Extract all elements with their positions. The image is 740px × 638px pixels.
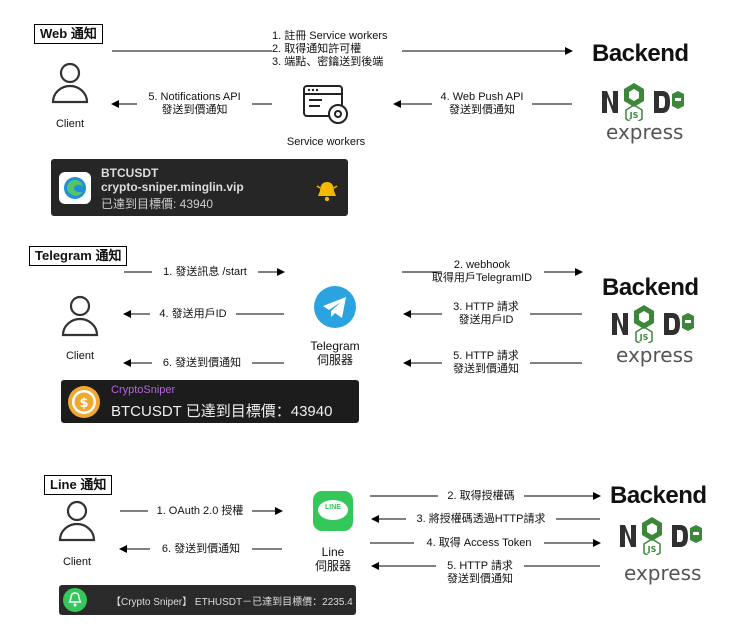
web-step-1-line-2: 2. 取得通知許可權	[272, 43, 362, 55]
web-step-5-text: 5. Notifications API 發送到價通知	[137, 91, 252, 117]
web-section-label: Web 通知	[34, 24, 103, 44]
line-notification: 【Crypto Sniper】 ETHUSDT－已達到目標價：2235.4	[59, 585, 356, 615]
line-step-3-text: 3. 將授權碼透過HTTP請求	[416, 513, 546, 525]
bell-icon	[316, 182, 338, 202]
line-backend-title: Backend	[610, 482, 707, 509]
line-node-logo: JS	[618, 511, 704, 560]
line-step-4-text: 4. 取得 Access Token	[426, 537, 532, 549]
web-backend-title: Backend	[592, 40, 689, 67]
web-step-1-line-1: 1. 註冊 Service workers	[272, 30, 388, 42]
line-notification-message: 【Crypto Sniper】 ETHUSDT－已達到目標價：2235.4	[111, 597, 353, 608]
telegram-node-logo: JS	[610, 299, 696, 348]
web-step-1-line-3: 3. 端點、密鑰送到後端	[272, 56, 384, 68]
web-step-4-line-1: 4. Web Push API	[440, 91, 524, 103]
telegram-step-2-line-2: 取得用戶TelegramID	[431, 272, 533, 284]
line-server-label-line-1: Line	[321, 545, 345, 559]
line-client-user-icon	[58, 500, 96, 542]
web-node-logo: JS	[600, 77, 686, 126]
service-workers-icon	[303, 85, 348, 124]
web-notification-message: 已達到目標價: 43940	[101, 197, 214, 211]
line-step-6-text: 6. 發送到價通知	[161, 543, 241, 555]
telegram-step-6-text: 6. 發送到價通知	[162, 357, 242, 369]
telegram-express-label: express	[616, 343, 694, 367]
svg-text:JS: JS	[639, 333, 649, 342]
telegram-section-label: Telegram 通知	[29, 246, 128, 266]
web-client-user-icon	[51, 62, 89, 104]
telegram-step-3-text: 3. HTTP 請求 發送用戶ID	[442, 301, 530, 327]
telegram-step-2-line-1: 2. webhook	[453, 259, 511, 271]
line-client-label: Client	[62, 556, 92, 568]
telegram-notification: $ CryptoSniper BTCUSDT 已達到目標價：43940	[61, 380, 359, 423]
svg-text:JS: JS	[629, 111, 639, 120]
crypto-sniper-coin-icon: $	[68, 386, 100, 418]
node-js-logo-icon: JS	[602, 83, 684, 125]
service-workers-label: Service workers	[286, 136, 366, 148]
svg-text:JS: JS	[647, 545, 657, 554]
telegram-step-2-text: 2. webhook 取得用戶TelegramID	[420, 259, 544, 285]
telegram-client-label: Client	[65, 350, 95, 362]
web-step-5-line-2: 發送到價通知	[161, 104, 228, 116]
line-section-label: Line 通知	[44, 475, 113, 495]
line-notification-icon	[63, 588, 87, 612]
telegram-notification-app-name: CryptoSniper	[111, 384, 176, 396]
web-step-5-line-1: 5. Notifications API	[148, 91, 241, 103]
telegram-server-label: Telegram 伺服器	[300, 339, 370, 367]
web-client-label: Client	[55, 118, 85, 130]
line-step-5-line-2: 發送到價通知	[447, 573, 513, 585]
telegram-client-user-icon	[61, 295, 99, 337]
telegram-notification-message: BTCUSDT 已達到目標價：43940	[111, 403, 333, 420]
line-speech-bubble	[318, 500, 348, 520]
telegram-logo-icon	[314, 286, 356, 328]
telegram-server-label-line-1: Telegram	[310, 339, 360, 353]
web-notification-title: BTCUSDT	[101, 166, 159, 180]
telegram-backend-title: Backend	[602, 274, 699, 301]
web-notification: BTCUSDT crypto-sniper.minglin.vip 已達到目標價…	[51, 159, 348, 216]
telegram-step-3-line-2: 發送用戶ID	[458, 314, 514, 326]
telegram-step-5-line-2: 發送到價通知	[453, 363, 519, 375]
telegram-step-1-text: 1. 發送訊息 /start	[163, 266, 247, 278]
line-server-label: Line 伺服器	[298, 545, 368, 573]
telegram-step-5-text: 5. HTTP 請求 發送到價通知	[442, 350, 530, 376]
svg-text:$: $	[79, 396, 88, 411]
line-step-2-text: 2. 取得授權碼	[447, 490, 515, 502]
web-step-1-text: 1. 註冊 Service workers 2. 取得通知許可權 3. 端點、密…	[272, 30, 402, 69]
web-step-4-text: 4. Web Push API 發送到價通知	[432, 91, 532, 117]
web-step-4-line-2: 發送到價通知	[449, 104, 515, 116]
telegram-step-4-text: 4. 發送用戶ID	[159, 308, 227, 320]
edge-browser-icon	[59, 172, 91, 204]
telegram-server-label-line-2: 伺服器	[316, 353, 353, 367]
line-server-label-line-2: 伺服器	[314, 559, 351, 573]
line-step-5-text: 5. HTTP 請求 發送到價通知	[436, 560, 524, 586]
line-app-icon: LINE	[313, 491, 353, 531]
web-express-label: express	[606, 120, 684, 144]
telegram-step-5-line-1: 5. HTTP 請求	[453, 350, 519, 362]
web-notification-origin: crypto-sniper.minglin.vip	[101, 180, 244, 194]
node-js-logo-icon: JS	[612, 305, 694, 347]
node-js-logo-icon: JS	[620, 517, 702, 559]
line-step-5-line-1: 5. HTTP 請求	[447, 560, 513, 572]
line-step-1-text: 1. OAuth 2.0 授權	[156, 505, 244, 517]
line-logo-text: LINE	[325, 504, 341, 511]
bell-icon	[68, 592, 82, 607]
line-express-label: express	[624, 561, 702, 585]
telegram-step-3-line-1: 3. HTTP 請求	[453, 301, 519, 313]
